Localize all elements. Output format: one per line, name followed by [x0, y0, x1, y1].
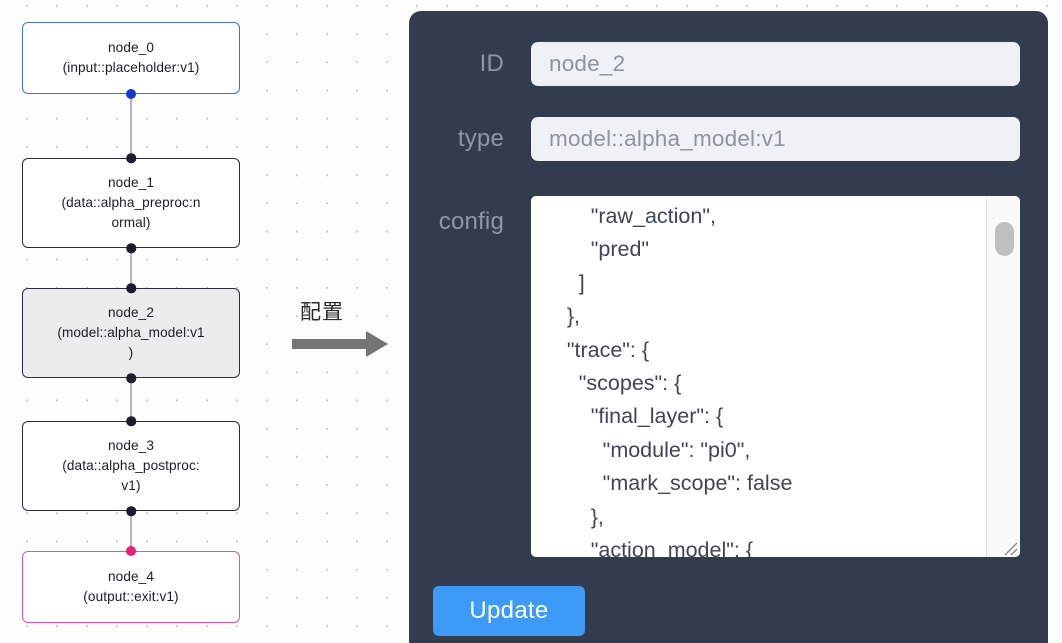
graph-node-node_3[interactable]: node_3 (data::alpha_postproc: v1) [22, 421, 240, 511]
node-handle-target-node_2[interactable] [126, 283, 136, 293]
update-button[interactable]: Update [433, 586, 585, 636]
config-textarea-wrapper: "raw_action", "pred" ] }, "trace": { "sc… [531, 196, 1020, 557]
node-config-panel: ID type config "raw_action", "pred" ] },… [409, 11, 1048, 643]
config-scrollbar[interactable] [986, 196, 1020, 557]
config-textarea[interactable]: "raw_action", "pred" ] }, "trace": { "sc… [531, 196, 986, 557]
node-label-line: node_3 [108, 438, 154, 453]
node-handle-source-node_0[interactable] [126, 89, 136, 99]
field-row-config: config "raw_action", "pred" ] }, "trace"… [428, 196, 1020, 557]
node-label-line: (output::exit:v1) [83, 589, 179, 604]
field-row-id: ID [428, 42, 1020, 86]
node-label-line: node_4 [108, 569, 154, 584]
node-label-line: (model::alpha_model:v1 [57, 325, 205, 340]
node-label-line: (data::alpha_postproc: [62, 458, 200, 473]
node-handle-target-node_3[interactable] [126, 416, 136, 426]
node-label-line: node_0 [108, 40, 154, 55]
config-scrollbar-thumb[interactable] [995, 222, 1014, 256]
node-handle-source-node_2[interactable] [126, 373, 136, 383]
annotation-group: 配置 [292, 296, 402, 366]
resize-grip-icon[interactable] [1000, 538, 1018, 556]
node-label-line: (input::placeholder:v1) [62, 60, 200, 75]
id-field-label: ID [479, 50, 504, 77]
node-label-line: node_1 [108, 175, 154, 190]
config-field-label: config [438, 208, 504, 235]
node-label-line: node_2 [108, 305, 154, 320]
node-handle-source-node_3[interactable] [126, 506, 136, 516]
node-handle-target-node_1[interactable] [126, 153, 136, 163]
graph-node-node_1[interactable]: node_1 (data::alpha_preproc:n ormal) [22, 158, 240, 248]
right-arrow-icon [292, 331, 388, 357]
type-input[interactable] [531, 117, 1020, 161]
id-input[interactable] [531, 42, 1020, 86]
node-label-line: ormal) [111, 215, 151, 230]
graph-node-node_4[interactable]: node_4 (output::exit:v1) [22, 551, 240, 623]
graph-node-node_2[interactable]: node_2 (model::alpha_model:v1 ) [22, 288, 240, 378]
node-label-line: v1) [121, 478, 141, 493]
type-field-label: type [457, 125, 504, 152]
node-label-line: ) [128, 345, 134, 360]
annotation-label: 配置 [300, 300, 344, 324]
node-handle-source-node_1[interactable] [126, 243, 136, 253]
node-label-line: (data::alpha_preproc:n [61, 195, 201, 210]
node-handle-target-node_4[interactable] [126, 546, 136, 556]
graph-node-node_0[interactable]: node_0 (input::placeholder:v1) [22, 22, 240, 94]
field-row-type: type [428, 117, 1020, 161]
